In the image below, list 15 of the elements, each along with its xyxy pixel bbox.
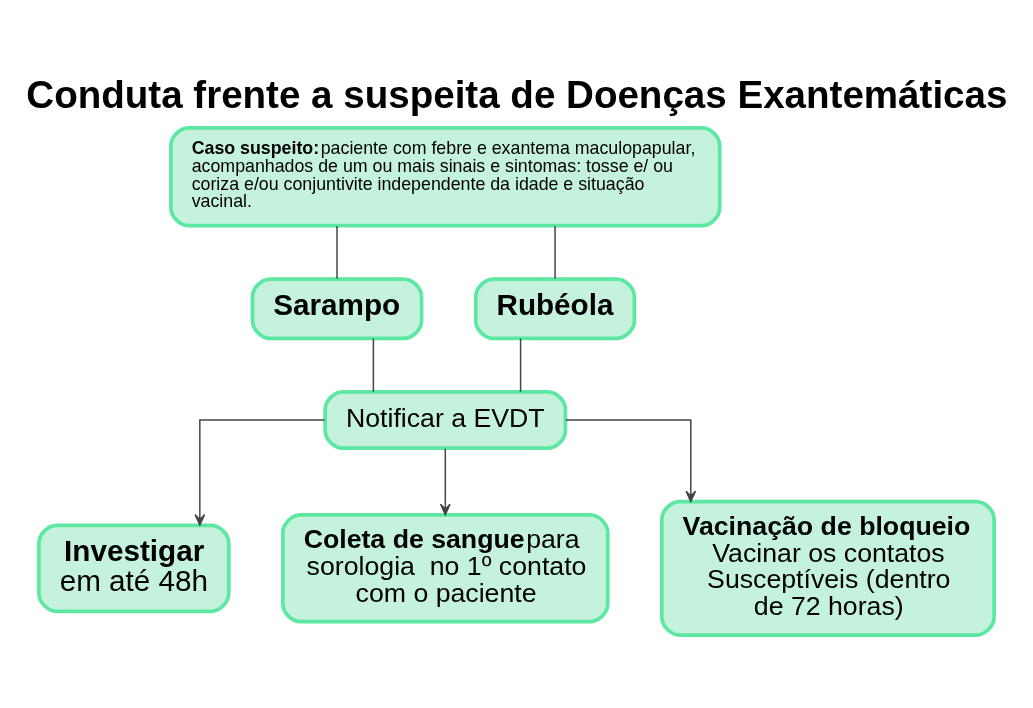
- arrow: [194, 419, 326, 526]
- arrow: [565, 419, 697, 503]
- node-box: Vacinação de bloqueio Vacinar os contatos Susceptíveis (dentro de 72 horas): [660, 499, 996, 637]
- connector: [519, 337, 522, 393]
- diagram-title: Conduta frente a suspeita de Doenças Exantemáticas: [26, 73, 1008, 117]
- arrow: [439, 447, 451, 516]
- node-box: Notificar a EVDT: [323, 389, 568, 451]
- connector: [554, 225, 556, 280]
- node-box: Rubéola: [473, 277, 637, 341]
- connector: [336, 225, 338, 280]
- node-box: Caso suspeito:paciente com febre e exantema maculopapular, acompanhados de um ou mais sinais e sintomas: tosse e/ ou coriza e/ou conjuntivite independente da idade e situação vacinal.: [169, 125, 722, 228]
- node-box: Investigar em até 48h: [37, 523, 231, 614]
- connector: [372, 337, 375, 393]
- node-box: Sarampo: [250, 277, 424, 341]
- node-box: Coleta de sanguepara sorologia no 1º contato com o paciente: [281, 513, 610, 624]
